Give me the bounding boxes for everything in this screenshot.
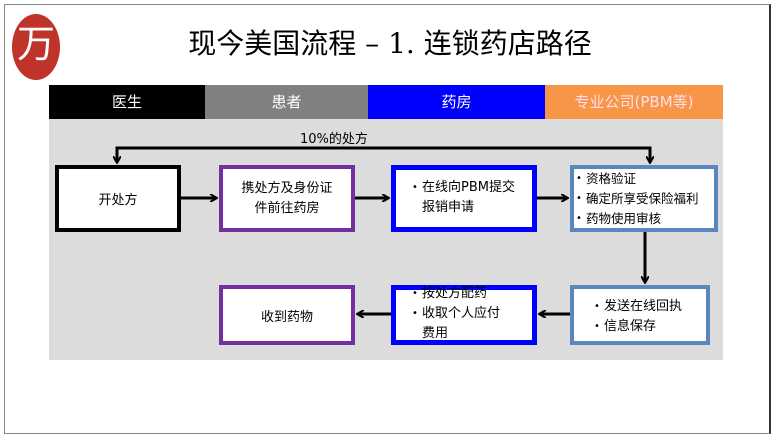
lane-pbm: 专业公司(PBM等) bbox=[545, 85, 723, 119]
box-dispense: 按处方配药收取个人应付费用 bbox=[391, 284, 537, 345]
logo: 万 bbox=[12, 14, 60, 80]
box-text: 开处方 bbox=[98, 193, 138, 208]
lane-doctor: 医生 bbox=[49, 85, 205, 119]
bullet: 确定所享受保险福利 bbox=[576, 189, 714, 209]
loop-arrow bbox=[115, 146, 650, 162]
bullet: 信息保存 bbox=[594, 317, 706, 337]
box-pbm-reply: 发送在线回执信息保存 bbox=[570, 285, 710, 345]
bullet: 资格验证 bbox=[576, 169, 714, 189]
box-text: 携处方及身份证件前往药房 bbox=[241, 180, 333, 216]
bullet: 收取个人应付费用 bbox=[412, 304, 512, 344]
loop-label: 10%的处方 bbox=[300, 132, 368, 147]
bullet: 药物使用审核 bbox=[576, 209, 714, 229]
bullet: 在线向PBM提交报销申请 bbox=[412, 178, 524, 218]
bullet: 发送在线回执 bbox=[594, 297, 706, 317]
lane-patient: 患者 bbox=[205, 85, 368, 119]
box-pbm-check: 资格验证确定所享受保险福利药物使用审核 bbox=[570, 165, 718, 232]
lane-pharmacy: 药房 bbox=[368, 85, 545, 119]
box-patient-go: 携处方及身份证件前往药房 bbox=[219, 165, 355, 232]
box-prescribe: 开处方 bbox=[55, 165, 181, 232]
box-text: 收到药物 bbox=[260, 309, 313, 325]
box-submit: 在线向PBM提交报销申请 bbox=[391, 165, 537, 232]
slide-frame bbox=[4, 4, 771, 434]
box-receive: 收到药物 bbox=[219, 285, 355, 345]
page-title: 现今美国流程 – 1. 连锁药店路径 bbox=[188, 27, 592, 60]
bullet: 按处方配药 bbox=[412, 284, 524, 304]
